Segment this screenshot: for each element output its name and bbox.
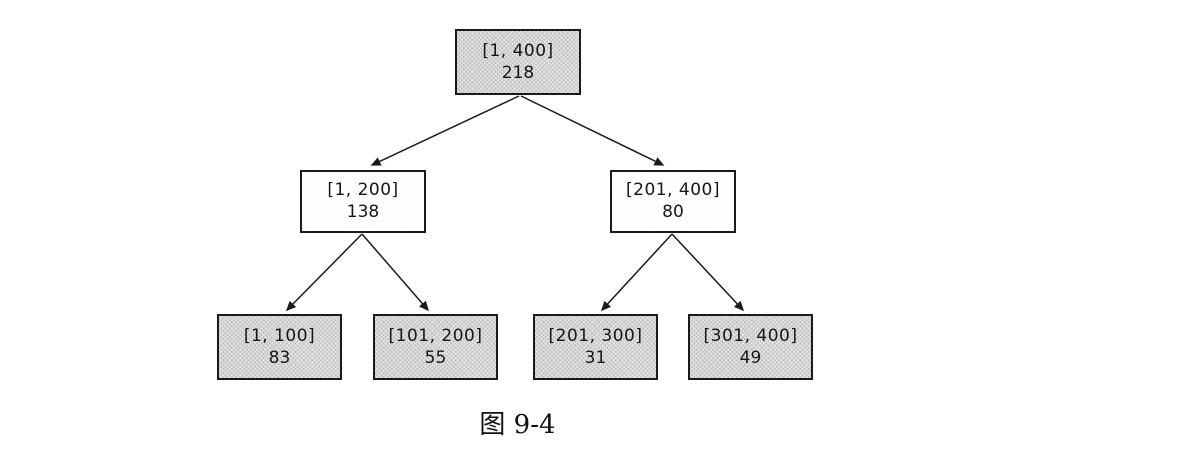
tree-node-leaf-3: [201, 300] 31 [533, 314, 658, 380]
node-interval: [1, 200] [327, 180, 399, 200]
node-value: 49 [739, 347, 762, 368]
node-interval: [1, 100] [243, 325, 316, 346]
tree-node-leaf-1: [1, 100] 83 [217, 314, 342, 380]
node-interval: [101, 200] [388, 325, 483, 346]
edge-root-right [520, 95, 665, 166]
edge-root-left [370, 95, 520, 166]
node-value: 138 [346, 202, 380, 222]
node-interval: [201, 400] [626, 180, 720, 200]
node-value: 83 [268, 347, 291, 368]
node-value: 55 [424, 347, 447, 368]
tree-node-left: [1, 200] 138 [300, 170, 426, 233]
node-interval: [1, 400] [482, 40, 554, 61]
node-value: 80 [662, 202, 684, 222]
node-value: 31 [584, 347, 607, 368]
figure-caption: 图 9-4 [479, 410, 556, 440]
tree-node-leaf-2: [101, 200] 55 [373, 314, 498, 380]
node-value: 218 [501, 62, 535, 83]
edge-right-rl [600, 233, 673, 312]
tree-node-leaf-4: [301, 400] 49 [688, 314, 813, 380]
node-interval: [301, 400] [703, 325, 798, 346]
node-interval: [201, 300] [548, 325, 643, 346]
edge-left-lr [361, 233, 429, 312]
edge-right-rr [671, 233, 745, 312]
tree-node-root: [1, 400] 218 [455, 29, 581, 95]
tree-node-right: [201, 400] 80 [610, 170, 736, 233]
edge-left-ll [285, 233, 363, 312]
